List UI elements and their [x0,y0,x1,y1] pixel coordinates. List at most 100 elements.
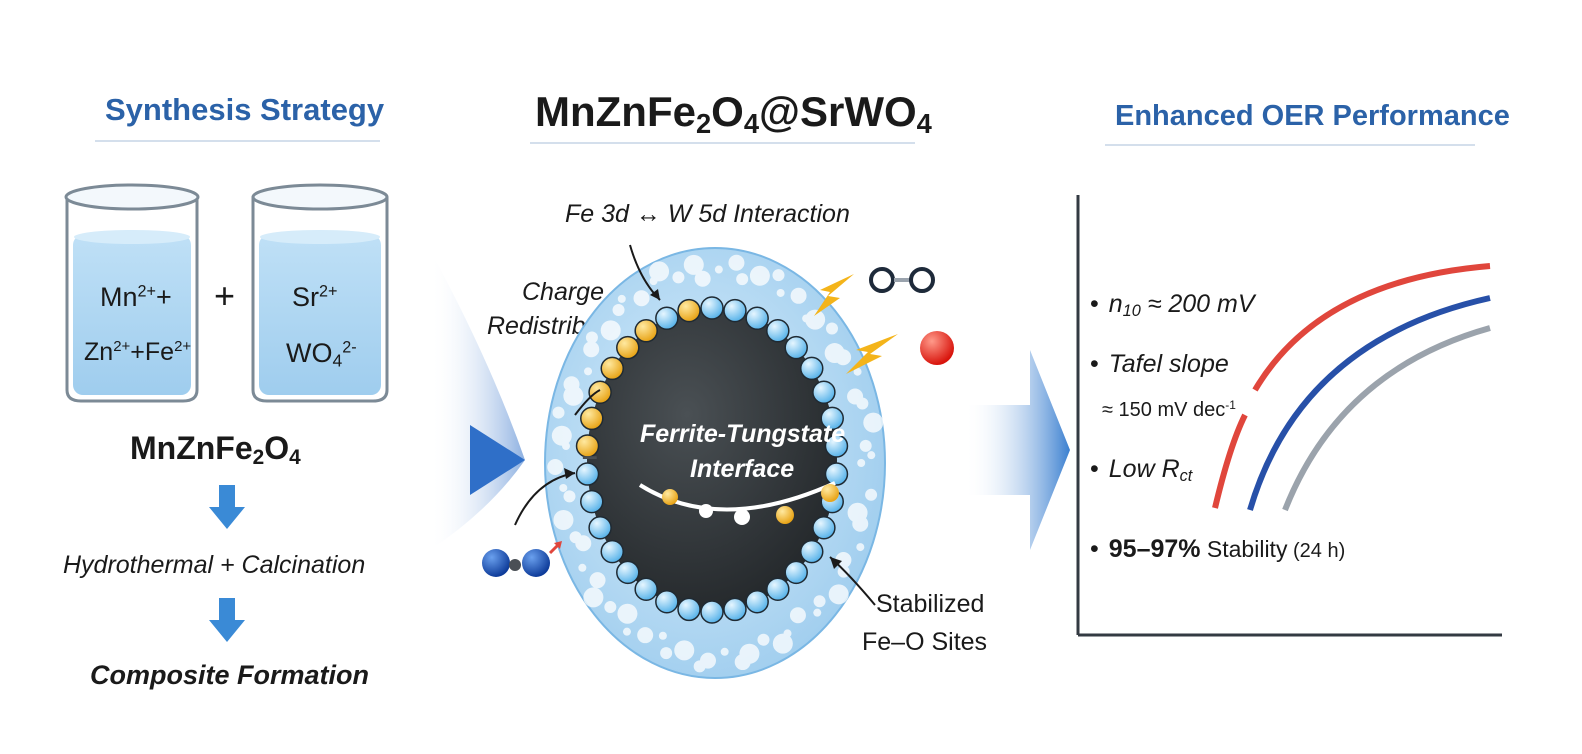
ring-bead [800,539,824,564]
shell-bubble [802,314,811,323]
shell-bubble [660,647,673,660]
composite-title: MnZnFe2O4@SrWO4 [535,88,932,139]
shell-bubble [672,271,685,284]
shell-bubble [714,265,723,274]
shell-bubble [847,388,864,405]
shell-bubble [720,647,729,656]
minus-sign: – [582,440,598,471]
shell-bubble [674,640,695,661]
step-hydrothermal: Hydrothermal + Calcination [63,551,366,579]
shell-bubble [649,261,670,282]
ring-bead [655,306,679,331]
ring-bead [723,597,747,622]
interaction-label: Fe 3d ↔ W 5d Interaction [565,200,850,228]
down-arrow-icon [209,485,245,529]
shell-bubble [772,633,793,654]
ring-bead [723,298,747,323]
shell-bubble [562,442,571,451]
shell-bubble [825,322,838,335]
performance-title: Enhanced OER Performance [1115,100,1510,132]
synthesis-title-rule [95,140,380,142]
shell-bubble [783,629,792,638]
bullet-tafel: •Tafel slope [1090,350,1229,378]
ring-bead [800,356,824,381]
ring-bead [812,380,836,404]
shell-bubble [575,535,592,552]
shell-bubble [563,490,576,503]
ring-bead [616,560,640,585]
shell-bubble [805,309,826,330]
shell-bubble [790,287,807,304]
beaker1-line1: Mn2++ [100,282,172,312]
ring-bead [745,306,769,331]
bullet-stability: •95–97% Stability (24 h) [1090,535,1346,563]
curve-blue [1247,295,1491,511]
shell-bubble [824,343,845,364]
o2-molecule-icon [869,267,935,293]
shell-bubble [828,584,849,605]
shell-bubble [633,290,650,307]
ring-bead [634,319,658,343]
nanoparticle-diagram [514,244,886,679]
ring-bead [824,434,849,458]
bullet-tafel-value: ≈ 150 mV dec-1 [1102,398,1236,422]
beaker2-line2: WO42- [286,338,357,371]
beakers-graphic [64,183,389,403]
shell-bubble [658,631,667,640]
shell-bubble [583,587,604,608]
shell-bubble [563,385,584,406]
ring-bead [677,597,701,622]
ring-bead [588,516,612,540]
performance-title-rule [1105,144,1475,146]
ring-bead [600,539,624,564]
ring-bead [580,489,604,514]
ring-bead [575,462,600,486]
shell-bubble [559,483,568,492]
ring-bead [588,380,612,404]
shell-bubble [589,572,606,589]
interface-label-1: Ferrite-Tungstate [640,420,846,448]
ring-bead [634,577,658,601]
ring-bead [745,589,769,614]
flow-arrow-icon [430,250,525,550]
shell-bubble [739,643,760,664]
shell-bubble [837,565,850,578]
shell-bubble [856,543,865,552]
shell-bubble [585,331,598,344]
ring-bead [812,516,836,540]
shell-bubble [728,254,745,271]
ring-bead [824,462,849,486]
shell-bubble [583,341,600,358]
shell-bubble [835,552,852,569]
shell-bubble [853,367,862,376]
ring-bead [766,319,790,343]
shell-bubble [772,269,785,282]
ring-bead [820,406,844,431]
shell-bubble [551,425,572,446]
shell-bubble [604,601,617,614]
shell-bubble [617,294,626,303]
beaker-icon [251,183,389,403]
beaker1-line2: Zn2++Fe2+ [84,338,192,366]
ring-bead [580,406,604,431]
shell-bubble [736,273,749,286]
ring-bead [784,560,808,585]
shell-bubble [789,607,806,624]
shell-bubble [859,439,872,452]
flow-arrow-icon [965,350,1070,550]
shell-bubble [847,502,868,523]
ring-bead [677,298,701,323]
plus-sign: + [214,275,236,316]
composite-title-rule [530,142,915,144]
curve-red [1212,263,1491,509]
shell-bubble [865,488,878,501]
shell-bubble [813,608,822,617]
beaker-icon [64,183,200,403]
shell-bubble [552,406,565,419]
bullet-overpotential: •n10 ≈ 200 mV [1090,290,1255,321]
beaker2-line1: Sr2+ [292,282,338,312]
interface-label-2: Interface [690,455,795,483]
shell-bubble [612,304,625,317]
ring-bead [700,296,724,320]
ring-bead [784,335,808,360]
